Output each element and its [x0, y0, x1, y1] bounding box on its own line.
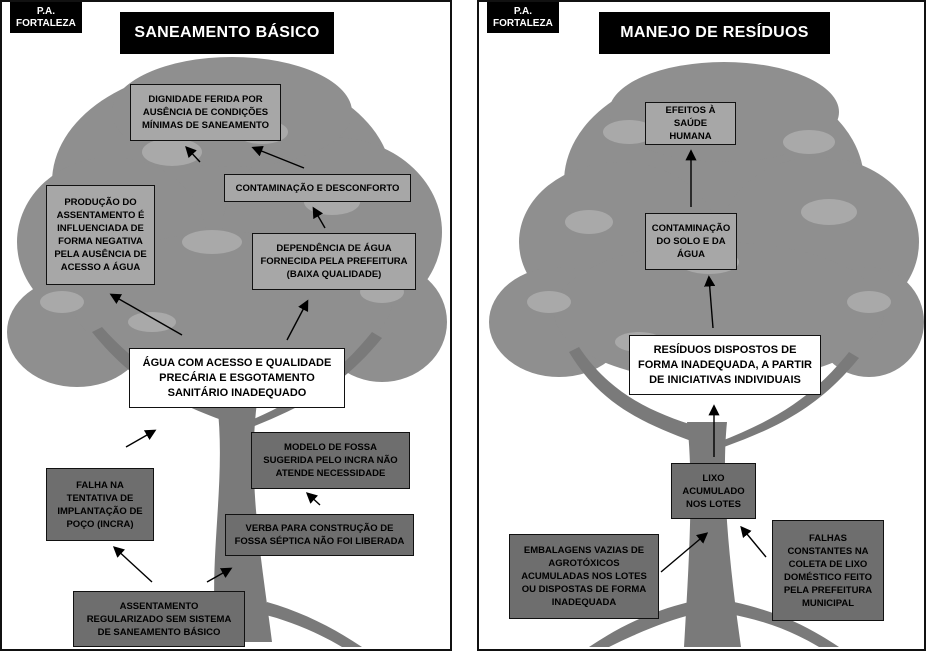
arrow — [109, 293, 183, 336]
location-tag: P.A. FORTALEZA — [487, 2, 559, 33]
box-dependencia: DEPENDÊNCIA DE ÁGUA FORNECIDA PELA PREFE… — [252, 233, 416, 290]
arrows-left — [109, 145, 326, 583]
box-embalagens: EMBALAGENS VAZIAS DE AGROTÓXICOS ACUMULA… — [509, 534, 659, 619]
box-lixo-acumulado: LIXO ACUMULADO NOS LOTES — [671, 463, 756, 519]
tag-line-1: P.A. — [513, 6, 532, 17]
tag-line-2: FORTALEZA — [493, 18, 553, 29]
box-agua-precaria: ÁGUA COM ACESSO E QUALIDADE PRECÁRIA E E… — [129, 348, 345, 408]
arrow — [286, 299, 309, 341]
arrow — [312, 206, 326, 229]
box-dignidade: DIGNIDADE FERIDA POR AUSÊNCIA DE CONDIÇÕ… — [130, 84, 281, 141]
box-falha-poco: FALHA NA TENTATIVA DE IMPLANTAÇÃO DE POÇ… — [46, 468, 154, 541]
arrow — [740, 525, 767, 558]
box-verba: VERBA PARA CONSTRUÇÃO DE FOSSA SÉPTICA N… — [225, 514, 414, 556]
arrow — [251, 145, 305, 169]
arrows-right — [660, 149, 767, 573]
panel-saneamento: P.A. FORTALEZA SANEAMENTO BÁSICO DIGNIDA… — [0, 0, 452, 651]
arrow — [305, 492, 321, 506]
location-tag: P.A. FORTALEZA — [10, 2, 82, 33]
box-modelo-fossa: MODELO DE FOSSA SUGERIDA PELO INCRA NÃO … — [251, 432, 410, 489]
panel-title: SANEAMENTO BÁSICO — [120, 12, 334, 54]
tag-line-2: FORTALEZA — [16, 18, 76, 29]
arrow — [185, 145, 201, 163]
box-contaminacao-solo: CONTAMINAÇÃO DO SOLO E DA ÁGUA — [645, 213, 737, 270]
arrow — [660, 532, 709, 573]
arrow — [125, 429, 157, 448]
box-assentamento: ASSENTAMENTO REGULARIZADO SEM SISTEMA DE… — [73, 591, 245, 647]
box-producao: PRODUÇÃO DO ASSENTAMENTO É INFLUENCIADA … — [46, 185, 155, 285]
box-residuos-dispostos: RESÍDUOS DISPOSTOS DE FORMA INADEQUADA, … — [629, 335, 821, 395]
arrow — [704, 275, 716, 329]
tag-line-1: P.A. — [36, 6, 55, 17]
box-falhas-coleta: FALHAS CONSTANTES NA COLETA DE LIXO DOMÉ… — [772, 520, 884, 621]
arrow — [112, 546, 153, 583]
panel-residuos: P.A. FORTALEZA MANEJO DE RESÍDUOS EFEITO… — [477, 0, 926, 651]
panel-title: MANEJO DE RESÍDUOS — [599, 12, 830, 54]
box-efeitos-saude: EFEITOS À SAÚDE HUMANA — [645, 102, 736, 145]
box-contaminacao: CONTAMINAÇÃO E DESCONFORTO — [224, 174, 411, 202]
arrow — [206, 567, 233, 583]
